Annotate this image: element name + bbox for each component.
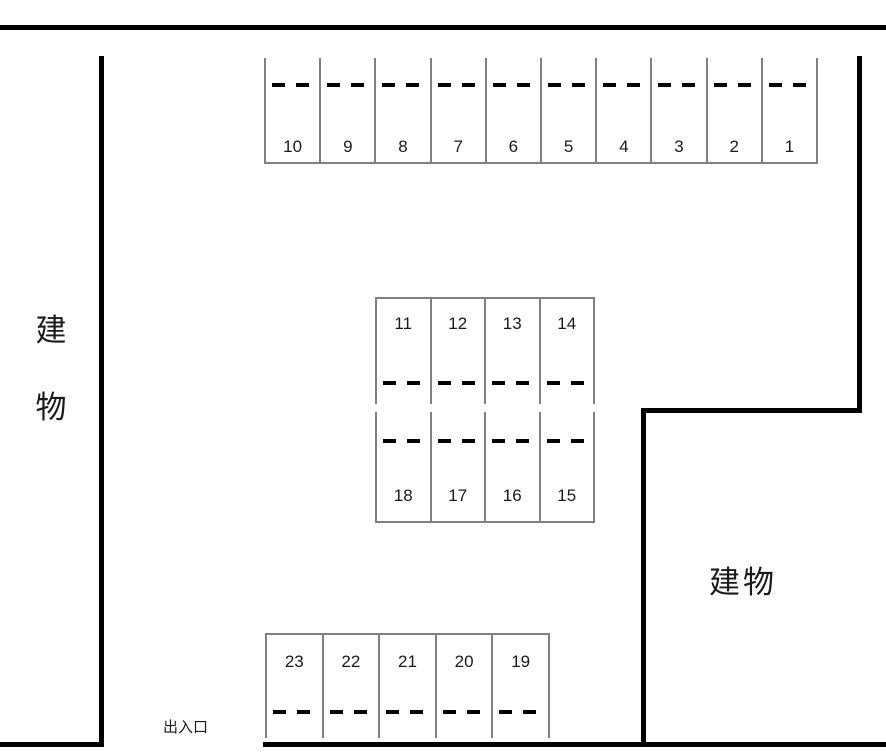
stall-number: 19 bbox=[511, 652, 531, 671]
stall-number: 5 bbox=[563, 137, 574, 156]
right-building-wall-inner bbox=[641, 408, 646, 747]
stall-dashed-line bbox=[492, 381, 530, 385]
bottom-boundary-wall bbox=[263, 742, 886, 747]
stall-number: 12 bbox=[448, 314, 468, 333]
stall-number: 17 bbox=[448, 486, 468, 505]
stall-dashed-line bbox=[658, 83, 697, 87]
stall-dashed-line bbox=[329, 710, 370, 714]
stall-dashed-line bbox=[386, 710, 426, 714]
top-boundary-wall bbox=[0, 25, 886, 30]
parking-stall-8: 8 bbox=[374, 58, 429, 162]
stall-number: 22 bbox=[341, 652, 361, 671]
stall-number: 3 bbox=[674, 137, 684, 156]
parking-stall-3: 3 bbox=[650, 58, 705, 162]
parking-stall-13: 13 bbox=[484, 299, 539, 404]
building-left-char-1: 建 bbox=[35, 313, 67, 348]
parking-stall-19: 19 bbox=[491, 635, 550, 738]
right-building-wall-upper bbox=[857, 56, 862, 413]
parking-stall-15: 15 bbox=[538, 412, 595, 521]
parking-stall-11: 11 bbox=[375, 299, 430, 404]
parking-stall-20: 20 bbox=[434, 635, 492, 738]
stall-dashed-line bbox=[499, 710, 539, 714]
stall-dashed-line bbox=[437, 83, 476, 87]
stall-dashed-line bbox=[327, 83, 366, 87]
parking-stall-2: 2 bbox=[705, 58, 761, 162]
parking-stall-5: 5 bbox=[540, 58, 595, 162]
stall-dashed-line bbox=[713, 83, 752, 87]
stall-dashed-line bbox=[383, 439, 421, 443]
parking-stall-6: 6 bbox=[484, 58, 540, 162]
parking-stall-16: 16 bbox=[484, 412, 539, 521]
stall-dashed-line bbox=[273, 710, 313, 714]
parking-stall-7: 7 bbox=[429, 58, 485, 162]
stall-dashed-line bbox=[437, 381, 475, 385]
stall-dashed-line bbox=[603, 83, 642, 87]
parking-row-middle-upper: 11 12 13 14 bbox=[375, 297, 595, 404]
stall-dashed-line bbox=[492, 83, 532, 87]
stall-dashed-line bbox=[442, 710, 483, 714]
stall-dashed-line bbox=[272, 83, 311, 87]
parking-stall-14: 14 bbox=[538, 299, 595, 404]
building-label-right: 建物 bbox=[709, 565, 777, 600]
parking-stall-4: 4 bbox=[595, 58, 650, 162]
stall-number: 8 bbox=[398, 137, 408, 156]
stall-dashed-line bbox=[548, 83, 587, 87]
stall-dashed-line bbox=[437, 439, 475, 443]
stall-dashed-line bbox=[382, 83, 421, 87]
stall-number: 18 bbox=[393, 486, 413, 505]
stall-number: 4 bbox=[619, 137, 629, 156]
stall-number: 20 bbox=[454, 652, 474, 671]
stall-number: 6 bbox=[508, 137, 519, 156]
stall-dashed-line bbox=[546, 439, 584, 443]
parking-row-top: 10 9 8 7 6 5 4 3 2 1 bbox=[264, 58, 819, 164]
right-building-wall-step bbox=[641, 408, 862, 413]
stall-number: 14 bbox=[557, 314, 577, 333]
stall-number: 7 bbox=[453, 137, 463, 156]
parking-stall-9: 9 bbox=[319, 58, 374, 162]
stall-number: 9 bbox=[343, 137, 353, 156]
left-building-wall bbox=[99, 56, 104, 747]
left-bottom-wall bbox=[0, 742, 104, 747]
stall-number: 1 bbox=[784, 137, 795, 156]
entrance-exit-label: 出入口 bbox=[163, 719, 209, 736]
stall-number: 11 bbox=[394, 314, 413, 333]
stall-number: 2 bbox=[729, 137, 739, 156]
parking-row-bottom: 23 22 21 20 19 bbox=[265, 633, 550, 738]
stall-number: 21 bbox=[398, 652, 417, 671]
building-label-left: 建 物 bbox=[33, 314, 69, 424]
building-left-char-2: 物 bbox=[35, 390, 67, 425]
stall-number: 15 bbox=[557, 486, 577, 505]
stall-dashed-line bbox=[546, 381, 584, 385]
stall-number: 10 bbox=[283, 137, 303, 156]
parking-stall-10: 10 bbox=[264, 58, 319, 162]
stall-dashed-line bbox=[768, 83, 808, 87]
stall-number: 13 bbox=[502, 314, 522, 333]
parking-stall-12: 12 bbox=[429, 299, 485, 404]
stall-number: 16 bbox=[502, 486, 522, 505]
parking-stall-17: 17 bbox=[429, 412, 485, 521]
stall-dashed-line bbox=[383, 381, 421, 385]
parking-row-middle-lower: 18 17 16 15 bbox=[375, 412, 595, 523]
parking-stall-21: 21 bbox=[378, 635, 435, 738]
parking-stall-23: 23 bbox=[265, 635, 322, 738]
stall-dashed-line bbox=[492, 439, 530, 443]
parking-stall-1: 1 bbox=[760, 58, 819, 162]
parking-stall-18: 18 bbox=[375, 412, 430, 521]
parking-stall-22: 22 bbox=[321, 635, 379, 738]
stall-number: 23 bbox=[284, 652, 304, 671]
